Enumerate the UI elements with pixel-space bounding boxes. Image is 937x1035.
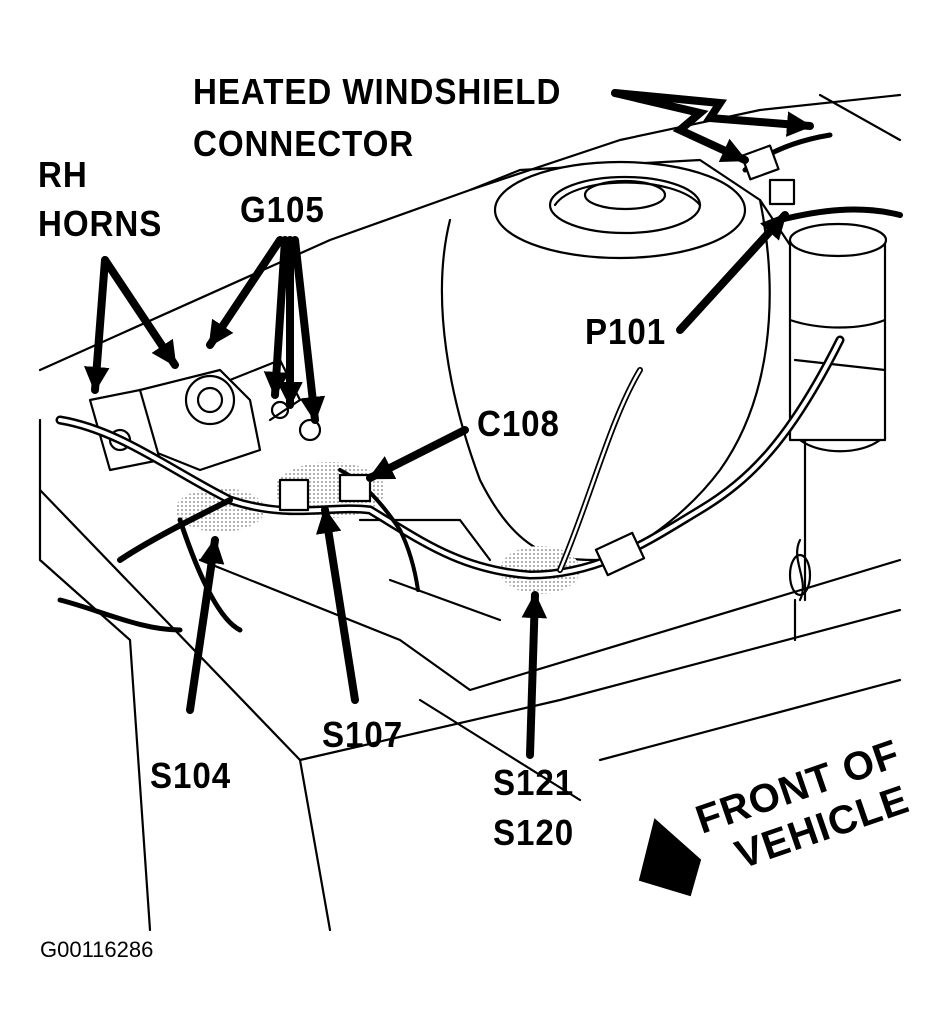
p101-label: P101 (585, 311, 667, 352)
arrow-g105-1 (206, 236, 284, 349)
arrow-heated-windshield-1 (611, 89, 749, 164)
s107-label: S107 (322, 714, 404, 755)
harness-clamps (278, 144, 796, 577)
s121-label: S121 (493, 762, 575, 803)
arrow-g105-2 (263, 236, 290, 399)
rh-horns-label-line1: RH (38, 154, 88, 195)
arrow-g105-4 (291, 236, 326, 424)
arrow-s104 (186, 536, 225, 714)
arrow-rh-horns-2 (101, 256, 179, 369)
rh-horns-label-line2: HORNS (38, 203, 163, 244)
arrow-heated-windshield-2 (611, 89, 814, 137)
figure-code: G00116286 (40, 937, 154, 962)
s104-label: S104 (150, 755, 232, 796)
arrow-p101 (676, 211, 789, 334)
g105-label: G105 (240, 189, 325, 230)
air-cleaner (493, 160, 747, 260)
heated-windshield-label-line2: CONNECTOR (193, 123, 415, 164)
arrow-rh-horns-1 (84, 256, 110, 394)
arrow-s107 (315, 506, 359, 704)
main-wiring-harness (55, 132, 903, 633)
s120-label: S120 (493, 812, 575, 853)
horn-assembly (88, 358, 322, 472)
c108-label: C108 (477, 403, 560, 444)
arrow-s121 (521, 591, 548, 759)
front-direction-arrow (638, 818, 702, 897)
heated-windshield-label-line1: HEATED WINDSHIELD (193, 71, 562, 112)
arrow-c108 (366, 426, 469, 482)
